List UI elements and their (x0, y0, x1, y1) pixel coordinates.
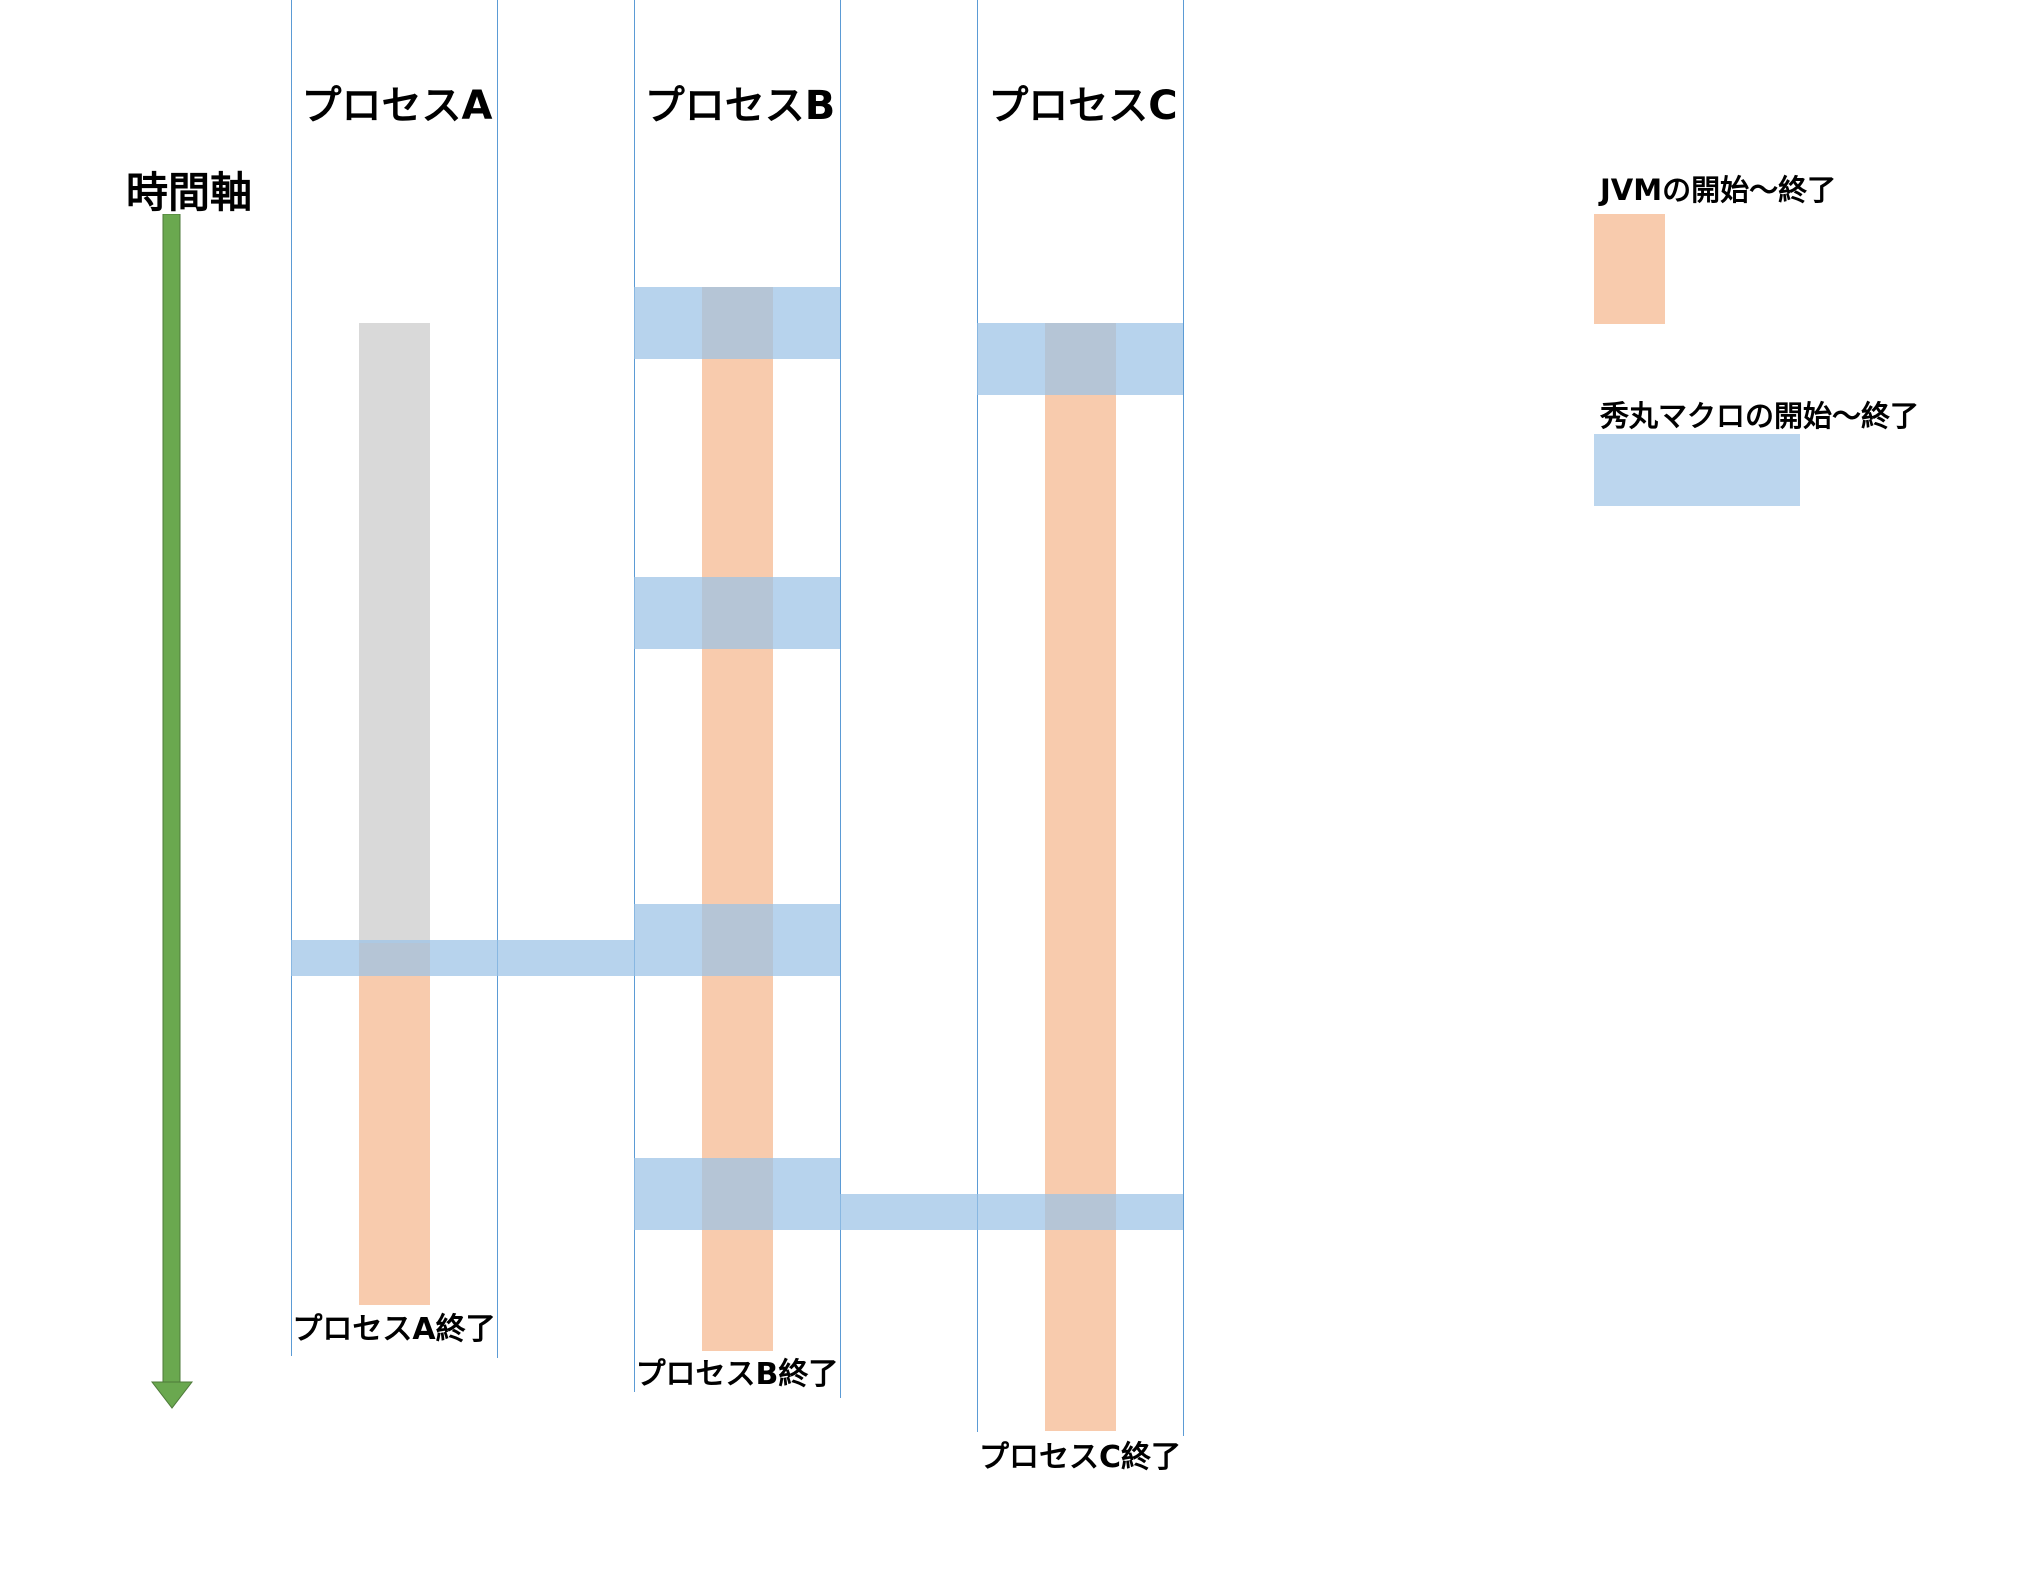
process-c-right-line (1183, 0, 1184, 1436)
macro-band-b-to-c (840, 1194, 1183, 1230)
macro-band-b-2 (634, 577, 840, 649)
process-b-left-line (634, 0, 635, 1392)
macro-band-b-1 (634, 287, 840, 359)
process-a-right-line (497, 0, 498, 1358)
legend-macro-swatch (1594, 434, 1800, 506)
legend-macro-label: 秀丸マクロの開始～終了 (1600, 399, 1920, 433)
macro-band-b-3 (634, 904, 840, 976)
process-c-left-line (977, 0, 978, 1432)
time-axis-arrow (150, 214, 194, 1409)
process-b-end-label: プロセスB終了 (635, 1357, 839, 1392)
macro-band-a-to-b (291, 940, 634, 976)
process-a-jvm-bar (359, 943, 430, 1305)
time-axis-label: 時間軸 (126, 168, 253, 217)
process-b-title: プロセスB (644, 83, 836, 129)
legend-jvm-swatch (1594, 214, 1665, 324)
legend-jvm-label: JVMの開始～終了 (1600, 173, 1837, 207)
process-c-title: プロセスC (988, 83, 1178, 129)
process-c-jvm-bar (1045, 323, 1116, 1431)
process-b-right-line (840, 0, 841, 1398)
process-a-title: プロセスA (301, 83, 493, 129)
process-c-end-label: プロセスC終了 (978, 1440, 1182, 1475)
process-a-idle-bar (359, 323, 430, 943)
macro-band-b-4 (634, 1158, 840, 1230)
process-a-end-label: プロセスA終了 (292, 1312, 496, 1347)
process-a-left-line (291, 0, 292, 1356)
macro-band-c-1 (977, 323, 1183, 395)
